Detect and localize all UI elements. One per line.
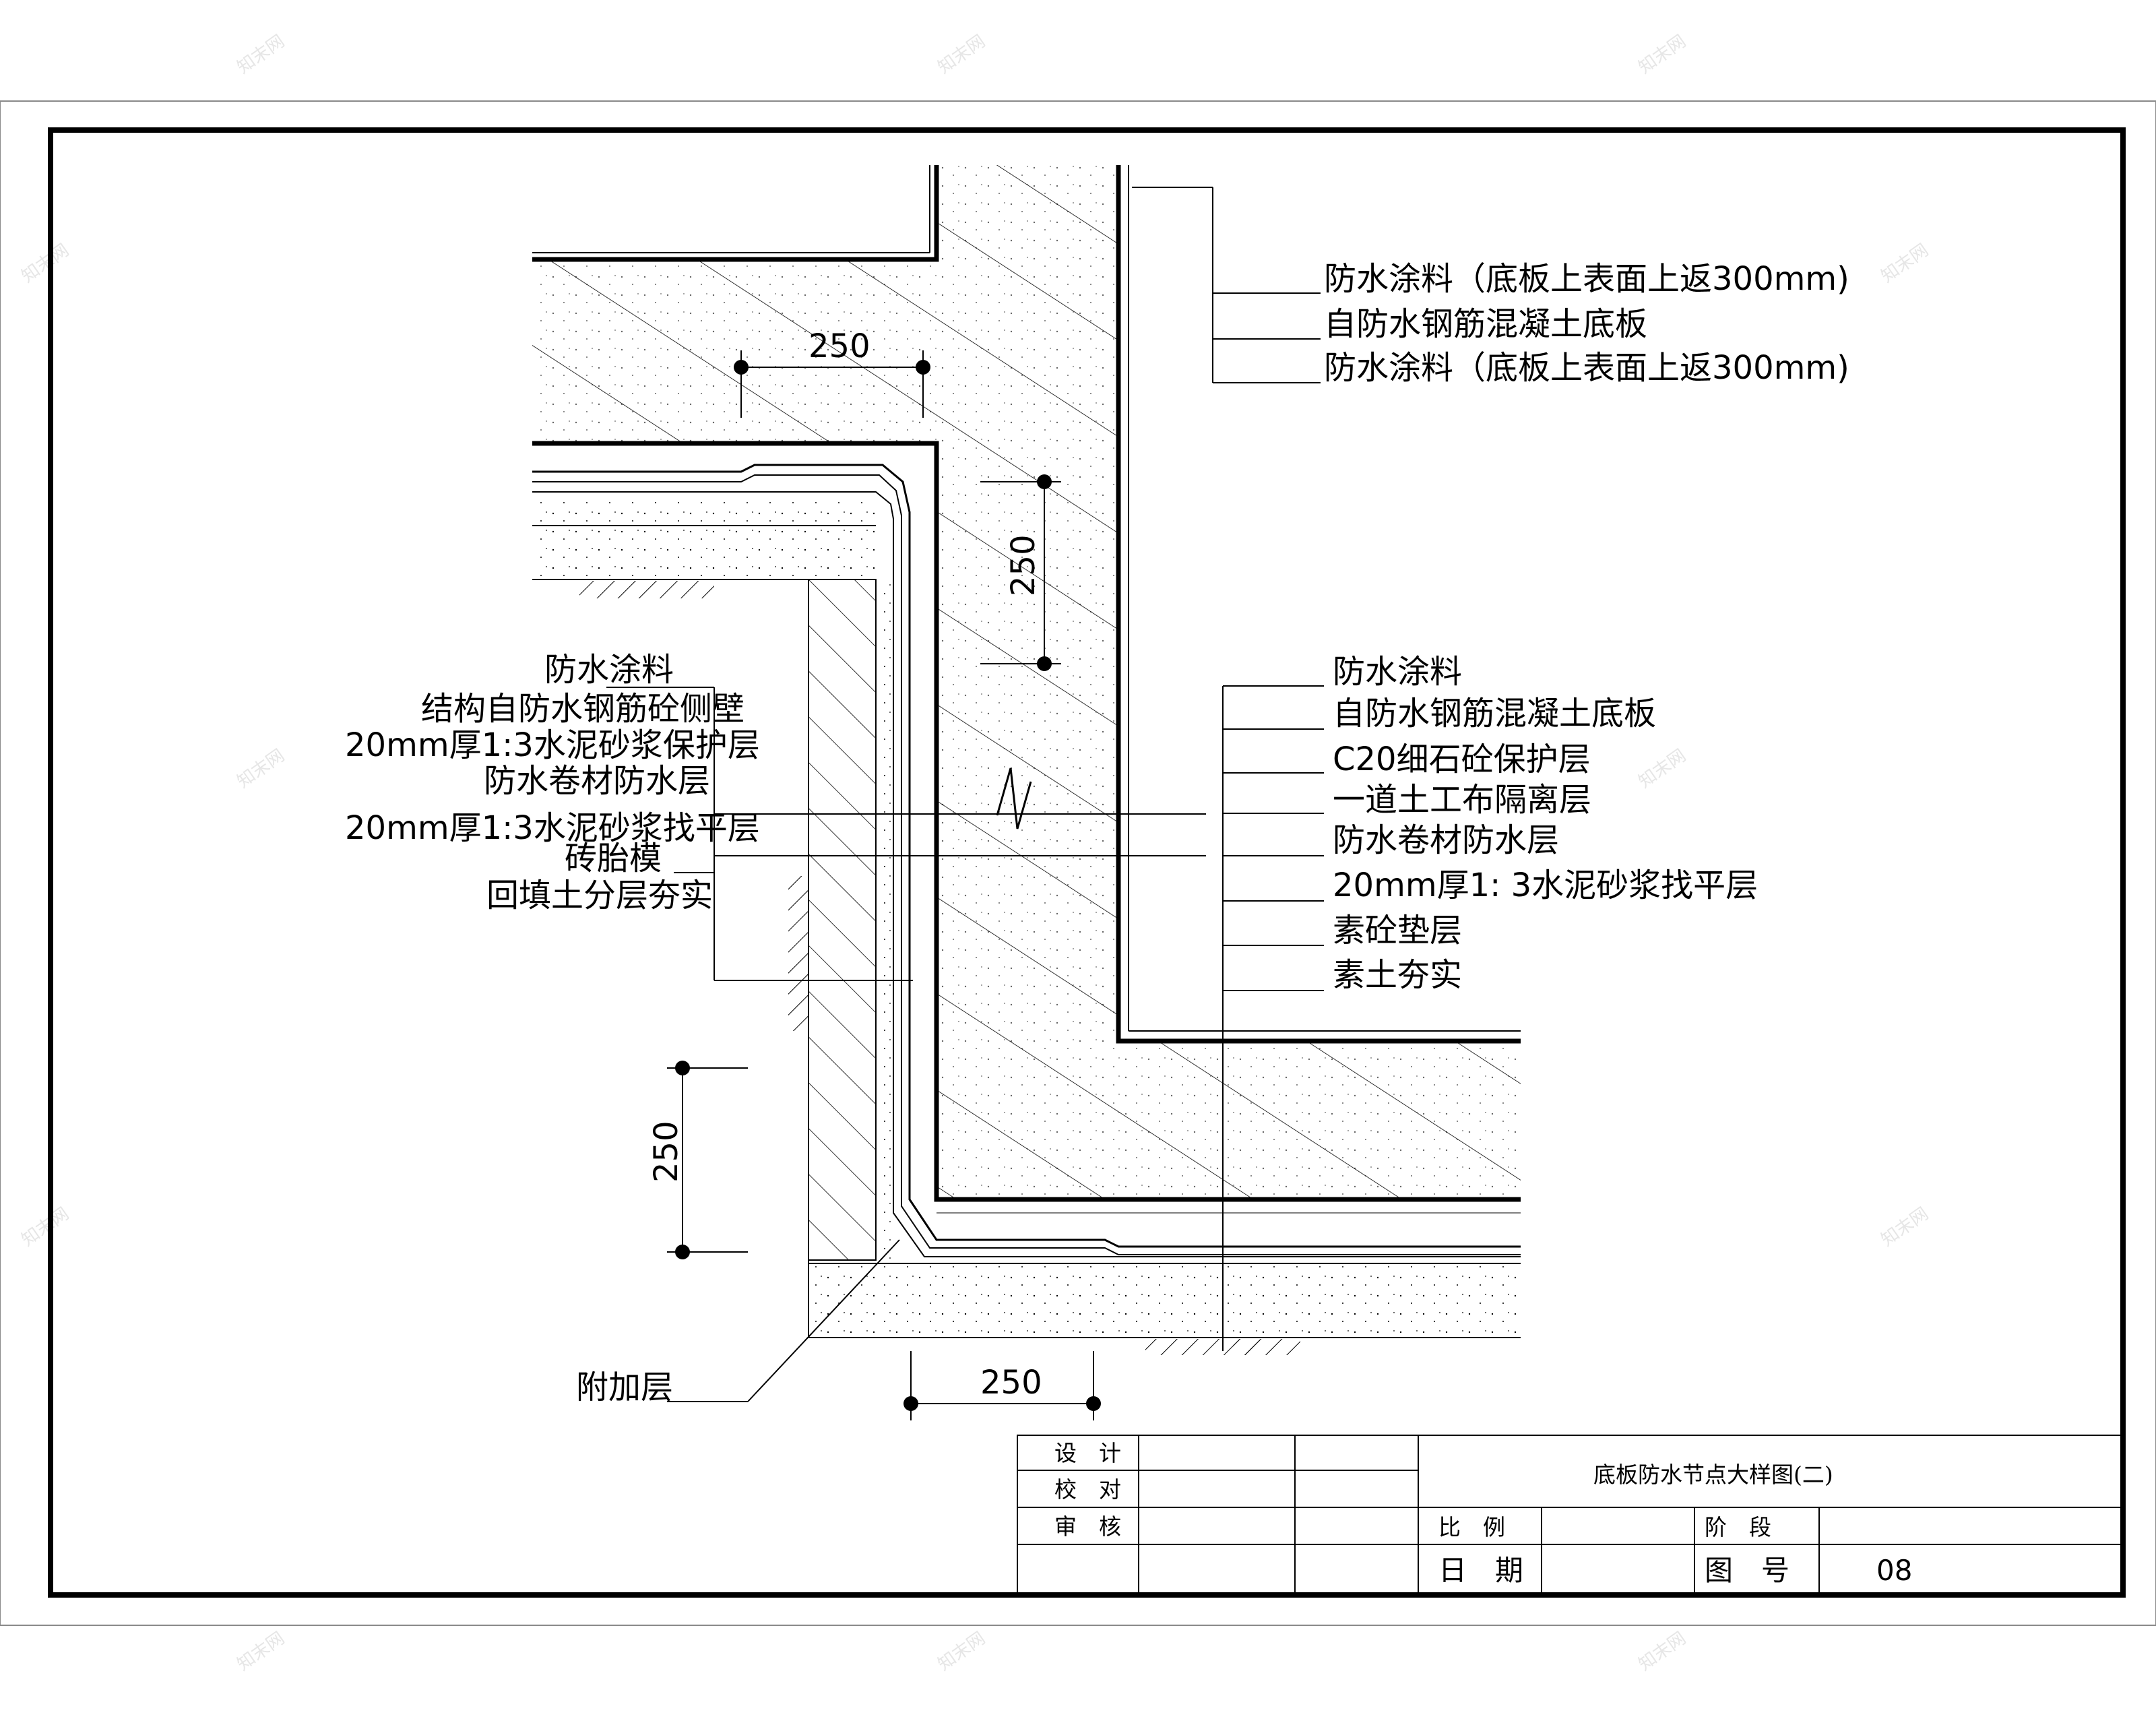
label-right-soil: 素土夯实 xyxy=(1333,956,1462,994)
label-left-protection: 20mm厚1:3水泥砂浆保护层 xyxy=(345,726,760,764)
watermark: 知末网 xyxy=(934,1628,989,1674)
tb-date-label: 日 期 xyxy=(1438,1554,1523,1587)
brick-mould xyxy=(808,579,877,1261)
dimension-label: 250 xyxy=(980,1364,1042,1402)
watermark: 知末网 xyxy=(1635,31,1690,77)
dimension-bottom: 250 xyxy=(903,1351,1101,1420)
watermark: 知末网 xyxy=(1635,1628,1690,1674)
label-right-bedding: 素砼垫层 xyxy=(1333,912,1462,949)
label-right-c20: C20细石砼保护层 xyxy=(1333,741,1591,778)
membrane-upper-2 xyxy=(532,474,1521,1255)
label-left-coating: 防水涂料 xyxy=(544,651,674,689)
label-left-membrane: 防水卷材防水层 xyxy=(484,762,710,800)
break-symbol xyxy=(996,767,1032,829)
label-left-backfill: 回填土分层夯实 xyxy=(486,877,713,914)
upper-protection-layer xyxy=(532,499,876,579)
watermark: 知末网 xyxy=(234,31,288,77)
watermark: 知末网 xyxy=(234,745,288,792)
tb-review: 审 核 xyxy=(1054,1513,1121,1540)
label-top-slab: 自防水钢筋混凝土底板 xyxy=(1324,305,1647,343)
vertical-protection-layer xyxy=(876,579,893,1260)
watermark: 知末网 xyxy=(18,240,73,286)
dimension-label: 250 xyxy=(647,1121,685,1183)
tb-design: 设 计 xyxy=(1054,1440,1121,1466)
label-right-coating: 防水涂料 xyxy=(1333,653,1462,691)
concrete-bedding xyxy=(808,1263,1521,1338)
soil-hatch-bottom-2 xyxy=(1233,1339,1300,1355)
label-left-brick: 砖胎模 xyxy=(565,840,662,877)
dimension-top: 250 xyxy=(734,327,930,418)
leader-left xyxy=(606,687,1206,981)
membrane-upper-3 xyxy=(532,491,1521,1257)
watermark: 知末网 xyxy=(1635,745,1690,792)
label-top-coating-2: 防水涂料（底板上表面上返300mm) xyxy=(1324,349,1849,387)
tb-drawing-no-label: 图 号 xyxy=(1705,1554,1789,1587)
structure-outline-upper xyxy=(532,165,939,262)
watermark: 知末网 xyxy=(934,31,989,77)
concrete-aggregate xyxy=(532,165,1521,1199)
label-left-leveling: 20mm厚1:3水泥砂浆找平层 xyxy=(345,809,760,847)
leader-top-right xyxy=(1132,187,1321,383)
dimension-label: 250 xyxy=(1005,534,1042,596)
tb-drawing-no: 08 xyxy=(1876,1554,1912,1587)
tb-scale-label: 比 例 xyxy=(1438,1514,1505,1540)
leader-right xyxy=(1222,685,1324,1351)
soil-hatch-top xyxy=(579,581,714,598)
dimension-label: 250 xyxy=(808,327,870,365)
label-top-coating-1: 防水涂料（底板上表面上返300mm) xyxy=(1324,260,1849,298)
title-block xyxy=(1017,1435,2124,1596)
tb-check: 校 对 xyxy=(1054,1476,1121,1503)
label-right-membrane: 防水卷材防水层 xyxy=(1333,821,1559,859)
watermark: 知末网 xyxy=(18,1203,73,1250)
label-right-geotextile: 一道土工布隔离层 xyxy=(1333,781,1591,819)
tb-stage-label: 阶 段 xyxy=(1705,1514,1771,1540)
structure-outline-right xyxy=(1116,165,1521,1044)
dimension-left: 250 xyxy=(647,1061,748,1259)
membrane-upper xyxy=(532,464,1521,1248)
label-right-slab: 自防水钢筋混凝土底板 xyxy=(1333,695,1656,732)
label-right-leveling: 20mm厚1: 3水泥砂浆找平层 xyxy=(1333,867,1758,904)
soil-hatch-side xyxy=(788,876,808,1031)
tb-drawing-title: 底板防水节点大样图(二) xyxy=(1593,1462,1833,1488)
watermark: 知末网 xyxy=(1878,1203,1932,1250)
label-left-wall: 结构自防水钢筋砼侧壁 xyxy=(421,690,744,728)
structure-outline-inner xyxy=(532,441,1521,1202)
leader-extra-2 xyxy=(747,1239,900,1402)
label-extra-layer: 附加层 xyxy=(576,1369,673,1406)
dimension-wall: 250 xyxy=(980,474,1061,671)
outer-sheet-border xyxy=(0,100,2156,1626)
watermark: 知末网 xyxy=(1878,240,1932,286)
watermark: 知末网 xyxy=(234,1628,288,1674)
